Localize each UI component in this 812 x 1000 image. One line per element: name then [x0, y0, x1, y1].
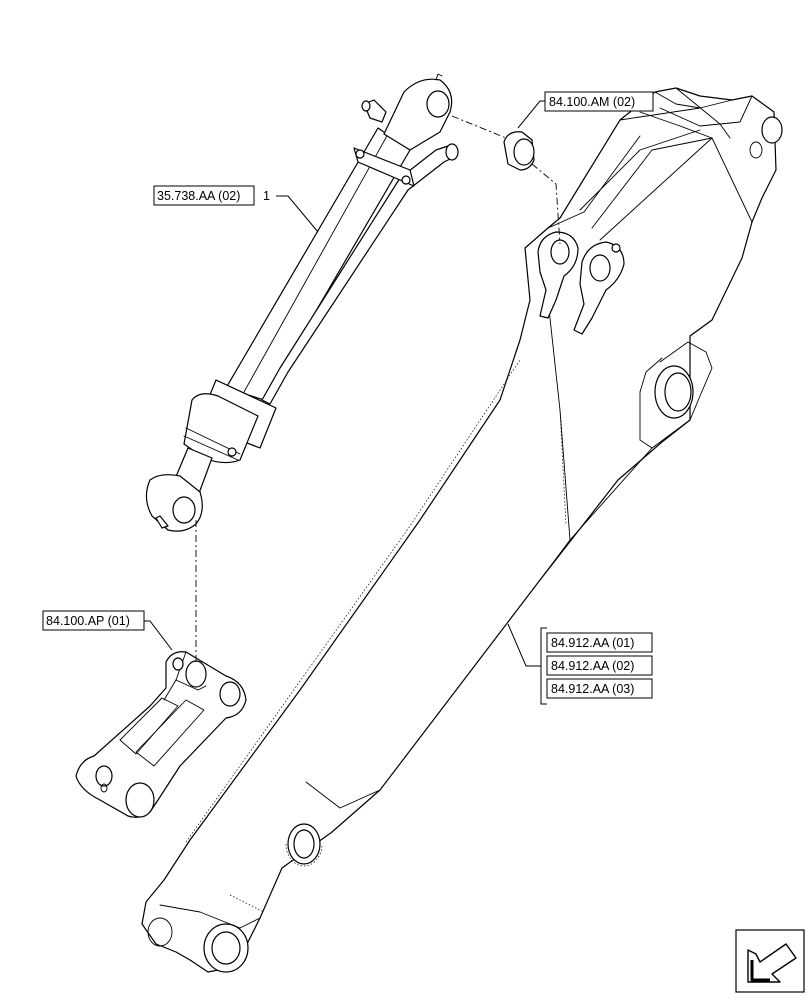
link-assembly[interactable] [75, 651, 247, 818]
bushing-pin[interactable] [503, 131, 535, 171]
assembly-line-top [451, 115, 561, 245]
callout-pin-top-ref: 84.100.AM (02) [549, 95, 635, 109]
hydraulic-cylinder[interactable] [145, 73, 459, 532]
callout-cylinder-item: 1 [263, 189, 270, 203]
callout-boom-ref-2: 84.912.AA (02) [551, 659, 634, 673]
callout-pin-top[interactable]: 84.100.AM (02) [517, 91, 654, 129]
callout-boom[interactable]: 84.912.AA (01) 84.912.AA (02) 84.912.AA … [507, 623, 653, 705]
boom-arm[interactable] [141, 87, 783, 973]
callout-cylinder[interactable]: 35.738.AA (02) 1 [153, 185, 319, 233]
callout-cylinder-ref: 35.738.AA (02) [157, 189, 240, 203]
callout-link-ref: 84.100.AP (01) [46, 614, 130, 628]
callout-link[interactable]: 84.100.AP (01) [42, 610, 173, 651]
arrow-nav-icon[interactable] [735, 929, 805, 993]
callout-boom-ref-3: 84.912.AA (03) [551, 682, 634, 696]
callout-boom-ref-1: 84.912.AA (01) [551, 636, 634, 650]
